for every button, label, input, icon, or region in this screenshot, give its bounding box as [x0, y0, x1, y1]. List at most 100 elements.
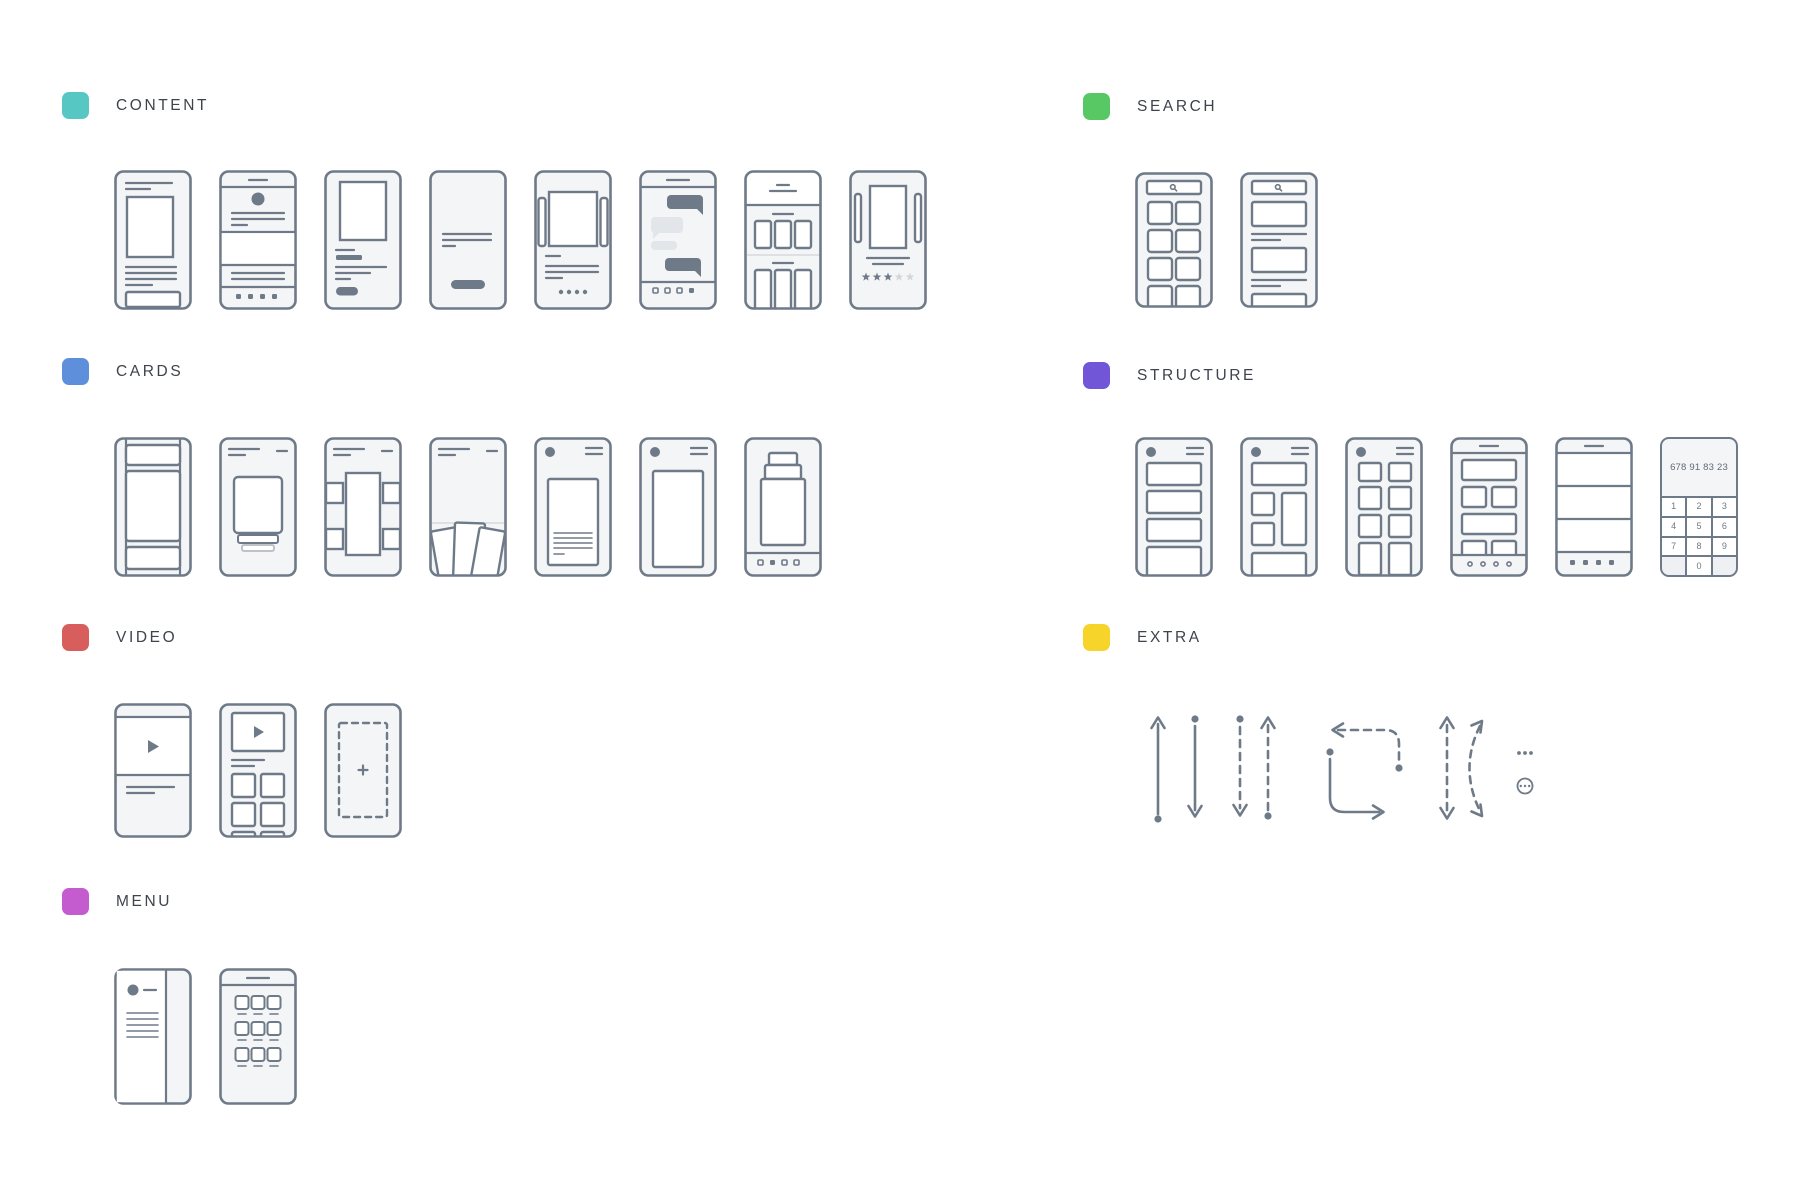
calc-key[interactable]: 9 [1712, 537, 1736, 556]
thumb-cards-full-card[interactable] [639, 437, 717, 577]
thumb-search-grid-results[interactable] [1135, 172, 1213, 308]
thumb-cards-vertical-list[interactable] [114, 437, 192, 577]
play-icon [148, 740, 159, 753]
thumb-menu-app-grid[interactable] [219, 968, 297, 1105]
avatar-icon [251, 192, 265, 206]
thumb-structure-mixed-layout[interactable] [1240, 437, 1318, 577]
calc-key[interactable]: 1 [1662, 498, 1686, 516]
menu-label: MENU [116, 892, 173, 910]
avatar-icon [1146, 447, 1156, 457]
thumb-video-grid[interactable] [219, 703, 297, 838]
thumb-content-product-rating[interactable] [849, 170, 927, 310]
menu-list-lines [126, 1012, 159, 1038]
toolbar-dots [1570, 560, 1614, 565]
cards-thumb-row [114, 437, 822, 577]
arrow-down-dashed-icon [1232, 715, 1248, 817]
pagination-dots [236, 294, 277, 299]
section-header-menu: MENU [62, 888, 172, 915]
hamburger-icon [689, 446, 709, 456]
thumb-cards-horizontal-swipe[interactable] [324, 437, 402, 577]
avatar-icon [650, 447, 660, 457]
section-header-extra: EXTRA [1083, 624, 1202, 651]
button-placeholder [451, 280, 485, 289]
menu-color-swatch [62, 888, 89, 915]
calc-key[interactable]: 8 [1687, 537, 1711, 556]
toolbar-dots [652, 287, 694, 294]
content-thumb-row [114, 170, 927, 310]
structure-color-swatch [1083, 362, 1110, 389]
star-rating [861, 272, 915, 281]
gesture-arrows-set[interactable] [1140, 708, 1550, 833]
thumb-video-player-page[interactable] [114, 703, 192, 838]
search-input [1145, 179, 1203, 196]
arrow-up-solid-icon [1150, 716, 1166, 823]
play-icon [254, 726, 264, 738]
structure-thumb-row: 678 91 83 23 1 2 3 4 5 6 7 8 9 0 [1135, 437, 1738, 577]
thumb-search-list-results[interactable] [1240, 172, 1318, 308]
calc-key-blank [1712, 557, 1736, 575]
avatar-icon [127, 984, 139, 996]
calc-key[interactable]: 3 [1712, 498, 1736, 516]
thumb-structure-calculator[interactable]: 678 91 83 23 1 2 3 4 5 6 7 8 9 0 [1660, 437, 1738, 577]
search-input [1250, 179, 1308, 196]
avatar-icon [1251, 447, 1261, 457]
thumb-content-carousel[interactable] [534, 170, 612, 310]
extra-thumb-row [1140, 708, 1550, 833]
content-label: CONTENT [116, 96, 210, 114]
loop-back-gesture-icon [1326, 722, 1403, 820]
image-placeholder [125, 195, 175, 259]
hamburger-icon [1395, 446, 1415, 456]
cards-color-swatch [62, 358, 89, 385]
section-header-video: VIDEO [62, 624, 177, 651]
thumb-menu-drawer[interactable] [114, 968, 192, 1105]
calc-key[interactable]: 6 [1712, 517, 1736, 536]
thumb-video-placeholder[interactable] [324, 703, 402, 838]
thumb-cards-wallet-stack[interactable] [744, 437, 822, 577]
thumb-structure-list-rows[interactable] [1135, 437, 1213, 577]
thumb-structure-grid[interactable] [1345, 437, 1423, 577]
calc-key[interactable]: 0 [1687, 557, 1711, 575]
calc-key[interactable]: 7 [1662, 537, 1686, 556]
video-label: VIDEO [116, 628, 178, 646]
thumb-content-splash[interactable] [429, 170, 507, 310]
search-color-swatch [1083, 93, 1110, 120]
thumb-cards-detail-text[interactable] [534, 437, 612, 577]
plus-icon [357, 764, 369, 776]
thumb-structure-phone-rows[interactable] [1555, 437, 1633, 577]
hamburger-icon [584, 446, 604, 456]
toolbar-dots [757, 559, 800, 566]
search-icon [1169, 183, 1178, 192]
video-thumb-row [114, 703, 402, 838]
image-placeholder [338, 180, 388, 242]
calc-key[interactable]: 2 [1687, 498, 1711, 516]
calculator-display: 678 91 83 23 [1670, 461, 1728, 473]
arrow-down-solid-icon [1187, 715, 1203, 818]
section-header-search: SEARCH [1083, 93, 1217, 120]
extra-label: EXTRA [1137, 628, 1202, 646]
thumb-structure-phone-sections[interactable] [1450, 437, 1528, 577]
video-color-swatch [62, 624, 89, 651]
extra-color-swatch [1083, 624, 1110, 651]
section-header-cards: CARDS [62, 358, 183, 385]
thumb-content-sections-grid[interactable] [744, 170, 822, 310]
search-label: SEARCH [1137, 97, 1218, 115]
thumb-content-article[interactable] [114, 170, 192, 310]
more-dots-circle-icon [1516, 777, 1534, 795]
thumb-content-chat[interactable] [639, 170, 717, 310]
chat-bubble-outgoing [665, 258, 701, 277]
arc-expand-dashed-icon [1468, 719, 1484, 818]
product-image-placeholder [868, 184, 908, 250]
thumb-content-image-text[interactable] [324, 170, 402, 310]
menu-thumb-row [114, 968, 297, 1105]
hamburger-icon [1290, 446, 1310, 456]
thumb-cards-fan[interactable] [429, 437, 507, 577]
calc-key[interactable]: 5 [1687, 517, 1711, 536]
chat-bubble-incoming [651, 241, 677, 250]
calc-key[interactable]: 4 [1662, 517, 1686, 536]
thumb-content-profile-feed[interactable] [219, 170, 297, 310]
search-thumb-row [1135, 172, 1318, 308]
more-dots-icon [1517, 751, 1533, 755]
calculator-keypad: 1 2 3 4 5 6 7 8 9 0 [1662, 496, 1736, 575]
thumb-cards-stack-swipe[interactable] [219, 437, 297, 577]
